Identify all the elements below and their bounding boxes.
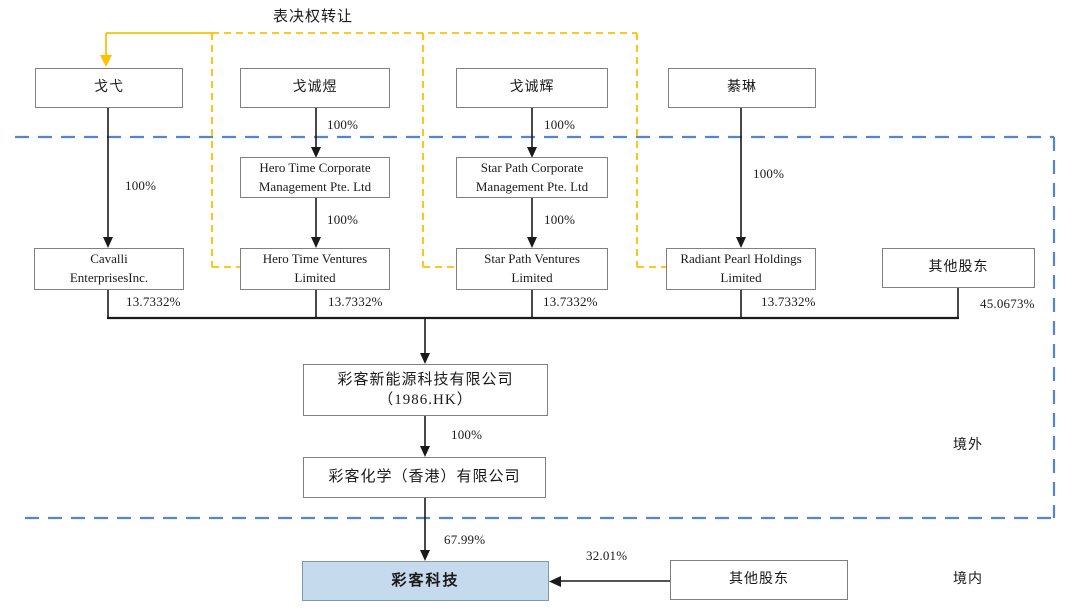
node-star-path-corp-line1: Star Path Corporate	[480, 159, 584, 175]
pct-hero-corp-to-hero-ventures: 100%	[327, 212, 359, 227]
node-caike-new-energy-line1: 彩客新能源科技有限公司	[337, 371, 514, 388]
node-cavalli-line2: EnterprisesInc.	[69, 270, 149, 285]
node-other-shareholders-top-label: 其他股东	[928, 259, 989, 275]
node-ge-chengyu-label: 戈诚煜	[292, 79, 338, 95]
ownership-arrowheads	[103, 147, 746, 587]
pct-star-corp-to-star-ventures: 100%	[544, 212, 576, 227]
node-ge-chengyu: 戈诚煜	[240, 68, 390, 108]
pct-hero-ventures-stake: 13.7332%	[328, 294, 383, 309]
node-caike-tech: 彩客科技	[302, 561, 549, 601]
node-star-path-ventures-line2: Limited	[511, 270, 553, 285]
node-star-path-ventures-line1: Star Path Ventures	[484, 251, 580, 267]
node-radiant-pearl-line2: Limited	[720, 270, 762, 285]
node-star-path-corp: Star Path Corporate Management Pte. Ltd	[456, 157, 608, 198]
pct-new-energy-to-hk: 100%	[451, 427, 483, 442]
pct-radiant-pearl-stake: 13.7332%	[761, 294, 816, 309]
node-hero-time-ventures-line1: Hero Time Ventures	[262, 251, 368, 267]
pct-star-ventures-stake: 13.7332%	[543, 294, 598, 309]
voting-rights-transfer-label: 表决权转让	[273, 9, 354, 25]
pct-hk-to-caike-tech: 67.99%	[444, 532, 486, 547]
node-other-shareholders-bottom-label: 其他股东	[729, 571, 789, 587]
node-other-shareholders-top: 其他股东	[882, 248, 1035, 288]
node-other-shareholders-bottom: 其他股东	[670, 560, 848, 600]
boundary-dashed-lines	[15, 135, 1056, 520]
node-ge-yi-label: 戈弋	[94, 79, 124, 95]
node-hero-time-corp-line2: Management Pte. Ltd	[258, 178, 372, 194]
node-ge-yi: 戈弋	[35, 68, 183, 108]
node-star-path-ventures: Star Path Ventures Limited	[456, 248, 608, 290]
pct-qi-lin-to-radiant-pearl: 100%	[753, 166, 785, 181]
pct-ge-chengyu-to-hero-corp: 100%	[327, 117, 359, 132]
pct-ge-yi-to-cavalli: 100%	[125, 178, 157, 193]
node-radiant-pearl-line1: Radiant Pearl Holdings	[680, 251, 802, 267]
node-radiant-pearl: Radiant Pearl Holdings Limited	[666, 248, 816, 290]
node-caike-new-energy: 彩客新能源科技有限公司 （1986.HK）	[303, 364, 548, 416]
pct-other-top-stake: 45.0673%	[980, 296, 1035, 311]
ownership-lines	[107, 108, 959, 582]
node-hero-time-ventures-line2: Limited	[294, 270, 336, 285]
node-caike-chemical-hk-label: 彩客化学（香港）有限公司	[328, 469, 521, 486]
node-hero-time-corp: Hero Time Corporate Management Pte. Ltd	[240, 157, 390, 198]
node-qi-lin: 綦琳	[668, 68, 816, 108]
node-star-path-corp-line2: Management Pte. Ltd	[475, 178, 589, 194]
node-cavalli: Cavalli EnterprisesInc.	[34, 248, 184, 290]
node-cavalli-line1: Cavalli	[90, 251, 128, 267]
node-ge-chenghui: 戈诚辉	[456, 68, 608, 108]
node-ge-chenghui-label: 戈诚辉	[509, 79, 555, 95]
node-hero-time-corp-line1: Hero Time Corporate	[259, 159, 371, 175]
pct-ge-chenghui-to-star-corp: 100%	[544, 117, 576, 132]
node-caike-new-energy-line2: （1986.HK）	[378, 392, 473, 408]
pct-other-bottom-to-caike-tech: 32.01%	[586, 548, 628, 563]
voting-transfer-lines	[105, 32, 666, 268]
region-onshore-label: 境内	[953, 572, 983, 587]
node-hero-time-ventures: Hero Time Ventures Limited	[240, 248, 390, 290]
voting-transfer-arrowhead	[100, 55, 112, 67]
node-caike-tech-label: 彩客科技	[391, 572, 460, 589]
node-caike-chemical-hk: 彩客化学（香港）有限公司	[303, 457, 546, 498]
node-qi-lin-label: 綦琳	[727, 79, 757, 95]
region-offshore-label: 境外	[953, 438, 983, 453]
pct-cavalli-stake: 13.7332%	[126, 294, 181, 309]
